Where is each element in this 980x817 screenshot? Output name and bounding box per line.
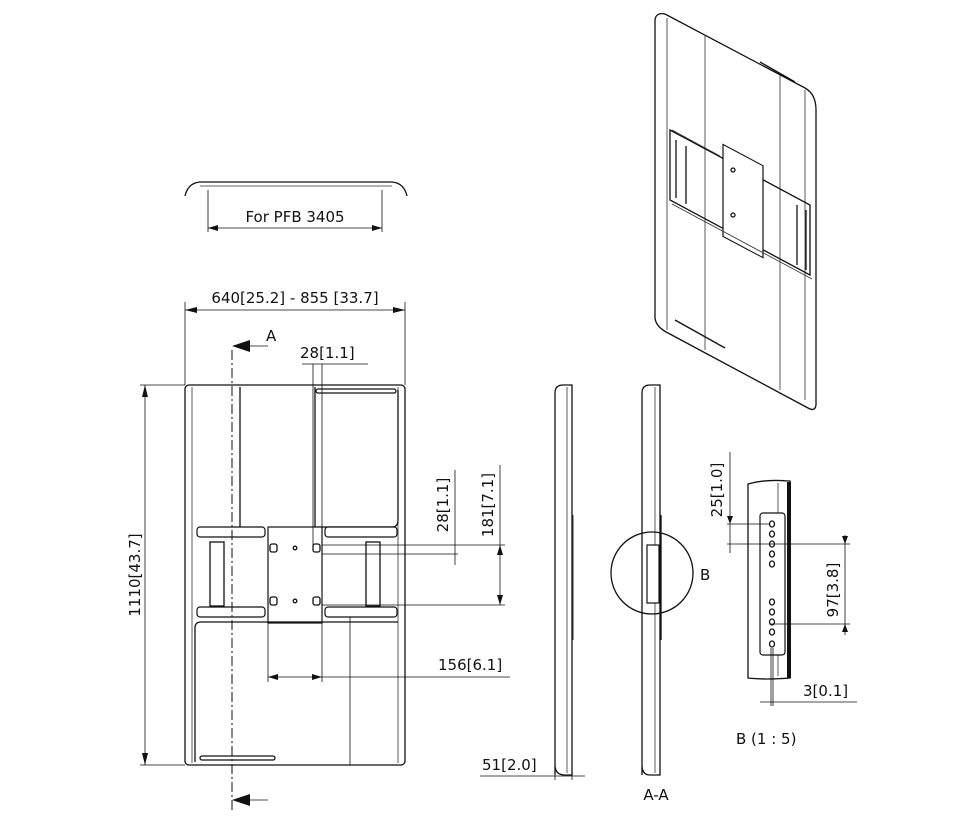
detail-thickness-dimension: 3[0.1]: [803, 682, 848, 700]
isometric-view: [654, 12, 817, 411]
top-profile-label: For PFB 3405: [245, 208, 344, 226]
horizontal-spacing-dimension: 156[6.1]: [438, 656, 502, 674]
vertical-offset-dimension: 28[1.1]: [434, 478, 452, 533]
mounting-plate: [267, 526, 323, 624]
detail-spacing-dimension: 97[3.8]: [824, 563, 842, 618]
detail-offset-dimension: 25[1.0]: [708, 463, 726, 518]
detail-b-view: 25[1.0] 97[3.8] 3[0.1] B (1 : 5): [708, 452, 857, 748]
detail-marker-b: B: [700, 566, 710, 584]
section-a-a-view: B A-A: [610, 384, 710, 804]
top-profile-view: For PFB 3405: [184, 181, 408, 232]
section-view-label: A-A: [643, 786, 669, 804]
side-view: 51[2.0]: [480, 384, 585, 780]
width-dimension: 640[25.2] - 855 [33.7]: [211, 289, 378, 307]
front-view: 640[25.2] - 855 [33.7] A 28[1.1]: [126, 289, 510, 812]
detail-b-circle: [610, 531, 694, 615]
slot-offset-dimension: 28[1.1]: [300, 344, 355, 362]
height-dimension: 1110[43.7]: [126, 533, 144, 616]
depth-dimension: 51[2.0]: [482, 756, 537, 774]
detail-view-label: B (1 : 5): [736, 730, 796, 748]
vertical-spacing-dimension: 181[7.1]: [479, 473, 497, 537]
section-marker-a: A: [266, 327, 277, 345]
